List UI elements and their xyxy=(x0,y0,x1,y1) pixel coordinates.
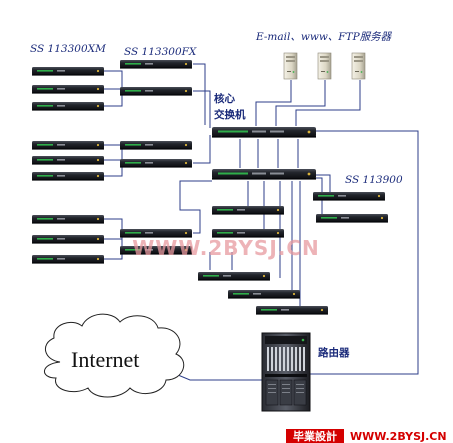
link xyxy=(104,70,123,91)
label-ss113300fx: SS 113300FX xyxy=(124,46,197,58)
link xyxy=(316,174,331,192)
switch-icon xyxy=(212,127,316,138)
link xyxy=(104,218,123,231)
link xyxy=(104,93,123,107)
switch-icon xyxy=(120,159,192,168)
link xyxy=(310,130,419,375)
switch-icon xyxy=(120,141,192,150)
server-tower-icon xyxy=(351,52,366,80)
label-core-line2: 交换机 xyxy=(214,108,246,121)
label-servers: E-mail、www、FTP服务器 xyxy=(255,31,393,43)
router-chassis-icon xyxy=(261,332,311,412)
core-switches xyxy=(212,127,316,180)
switch-icon xyxy=(256,306,328,315)
switch-icon xyxy=(316,214,388,223)
switch-icon xyxy=(32,215,104,224)
switch-icon xyxy=(32,235,104,244)
switch-icon xyxy=(212,169,316,180)
switch-icon xyxy=(120,87,192,96)
internet-cloud-icon xyxy=(44,313,185,398)
server-tower-icon xyxy=(317,52,332,80)
link xyxy=(104,235,123,260)
access-switches-xm xyxy=(32,67,104,264)
link xyxy=(193,135,211,164)
switch-icon xyxy=(32,67,104,76)
link xyxy=(104,165,123,177)
switch-icon xyxy=(212,206,284,215)
footer-badge-text: 毕業設計 xyxy=(293,429,337,443)
aggregation-switches-fx xyxy=(120,60,192,255)
switch-icon xyxy=(32,156,104,165)
switch-icon xyxy=(32,85,104,94)
servers xyxy=(283,52,366,80)
watermark: WWW.2BYSJ.CN xyxy=(132,236,320,260)
link xyxy=(193,63,206,125)
footer-url: WWW.2BYSJ.CN xyxy=(350,430,447,443)
link xyxy=(295,80,361,126)
label-ss113900: SS 113900 xyxy=(345,174,403,186)
switch-icon xyxy=(198,272,270,281)
switch-icon xyxy=(32,255,104,264)
switch-icon xyxy=(32,172,104,181)
switches-113900 xyxy=(313,192,388,223)
footer-badge xyxy=(286,429,344,443)
switch-icon xyxy=(228,290,300,299)
link xyxy=(193,90,211,128)
distribution-switches xyxy=(198,206,328,315)
label-ss113300xm: SS 113300XM xyxy=(30,43,106,55)
link xyxy=(179,180,212,234)
link xyxy=(316,177,323,214)
link xyxy=(275,80,326,126)
switch-icon xyxy=(120,60,192,69)
link xyxy=(255,80,292,126)
switch-icon xyxy=(32,102,104,111)
server-tower-icon xyxy=(283,52,298,80)
switch-icon xyxy=(32,141,104,150)
label-internet: Internet xyxy=(71,347,139,372)
switch-icon xyxy=(313,192,385,201)
footer-branding: 毕業設計 WWW.2BYSJ.CN xyxy=(286,429,447,443)
label-router: 路由器 xyxy=(318,346,350,359)
label-core-line1: 核心 xyxy=(214,92,235,105)
